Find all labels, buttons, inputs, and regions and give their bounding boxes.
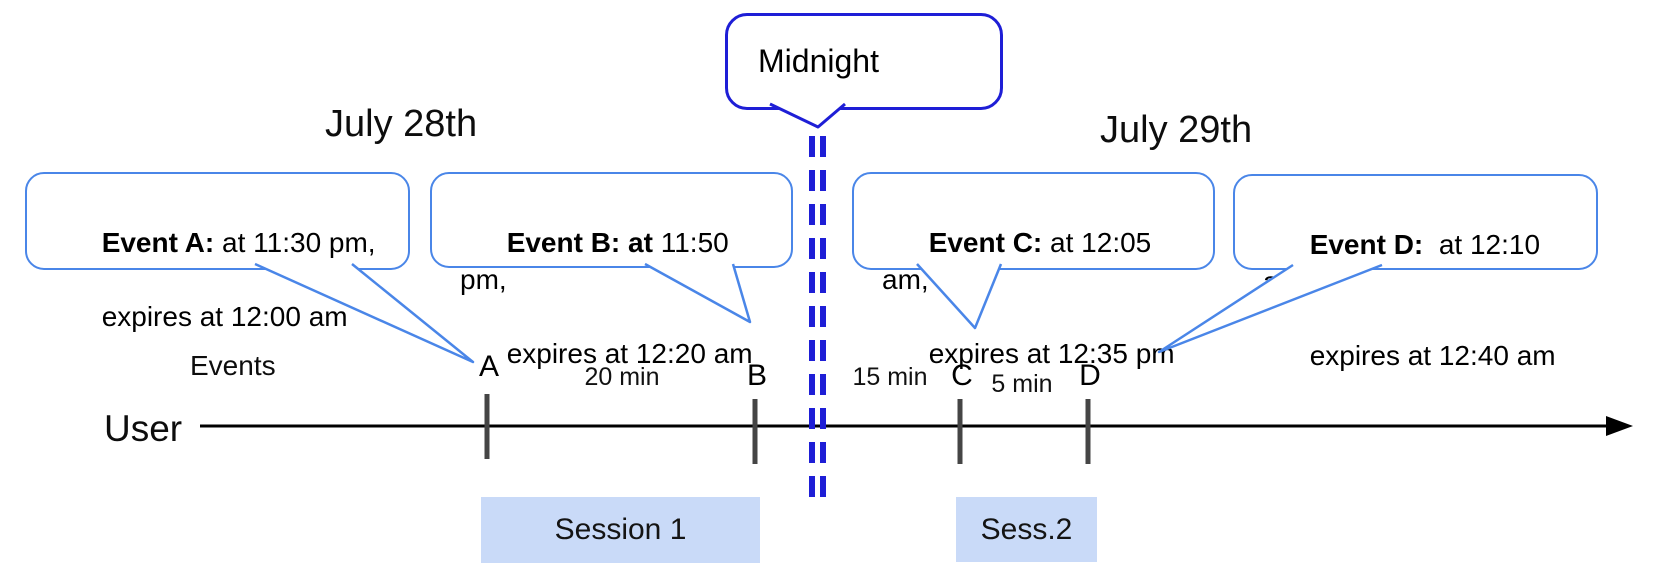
- event-a-time: at 11:30 pm,: [214, 227, 376, 258]
- session-1-label: Session 1: [554, 513, 687, 546]
- tick-label-d: D: [1079, 359, 1101, 392]
- tick-label-a: A: [478, 350, 500, 383]
- session-1-box: Session 1: [481, 497, 760, 563]
- event-a-text: Event A: at 11:30 pm, expires at 12:00 a…: [27, 174, 408, 372]
- session-2-label: Sess.2: [980, 512, 1073, 546]
- event-a-callout: Event A: at 11:30 pm, expires at 12:00 a…: [25, 172, 410, 332]
- event-d-title: Event D:: [1309, 229, 1424, 260]
- timeline-arrowhead: [1606, 416, 1633, 436]
- event-a-title: Event A:: [101, 227, 215, 258]
- event-c-expiry: expires at 12:35 pm: [928, 338, 1175, 369]
- interval-20min-label: 20 min: [584, 363, 660, 391]
- tick-label-c: C: [951, 359, 973, 392]
- event-b-expiry: expires at 12:20 am: [506, 338, 753, 369]
- event-d-text: Event D: at 12:10 am, expires at 12:40 a…: [1235, 176, 1596, 411]
- midnight-callout: Midnight: [725, 13, 1003, 110]
- interval-15min-label: 15 min: [852, 363, 928, 391]
- events-axis-label: Events: [190, 350, 276, 381]
- interval-5min-label: 5 min: [991, 370, 1053, 398]
- event-c-callout: Event C: at 12:05 am, expires at 12:35 p…: [852, 172, 1215, 369]
- tick-label-b: B: [746, 359, 768, 392]
- event-d-expiry: expires at 12:40 am: [1309, 340, 1556, 371]
- date-heading-july-29: July 29th: [1100, 109, 1253, 151]
- event-d-callout: Event D: at 12:10 am, expires at 12:40 a…: [1233, 174, 1598, 371]
- date-heading-july-28: July 28th: [325, 103, 478, 145]
- event-b-callout: Event B: at 11:50 pm, expires at 12:20 a…: [430, 172, 793, 369]
- event-b-title: Event B: at: [506, 227, 653, 258]
- user-axis-label: User: [104, 408, 183, 449]
- midnight-label: Midnight: [758, 43, 879, 79]
- session-2-box: Sess.2: [956, 497, 1097, 562]
- event-a-expiry: expires at 12:00 am: [101, 301, 348, 332]
- event-c-title: Event C:: [928, 227, 1043, 258]
